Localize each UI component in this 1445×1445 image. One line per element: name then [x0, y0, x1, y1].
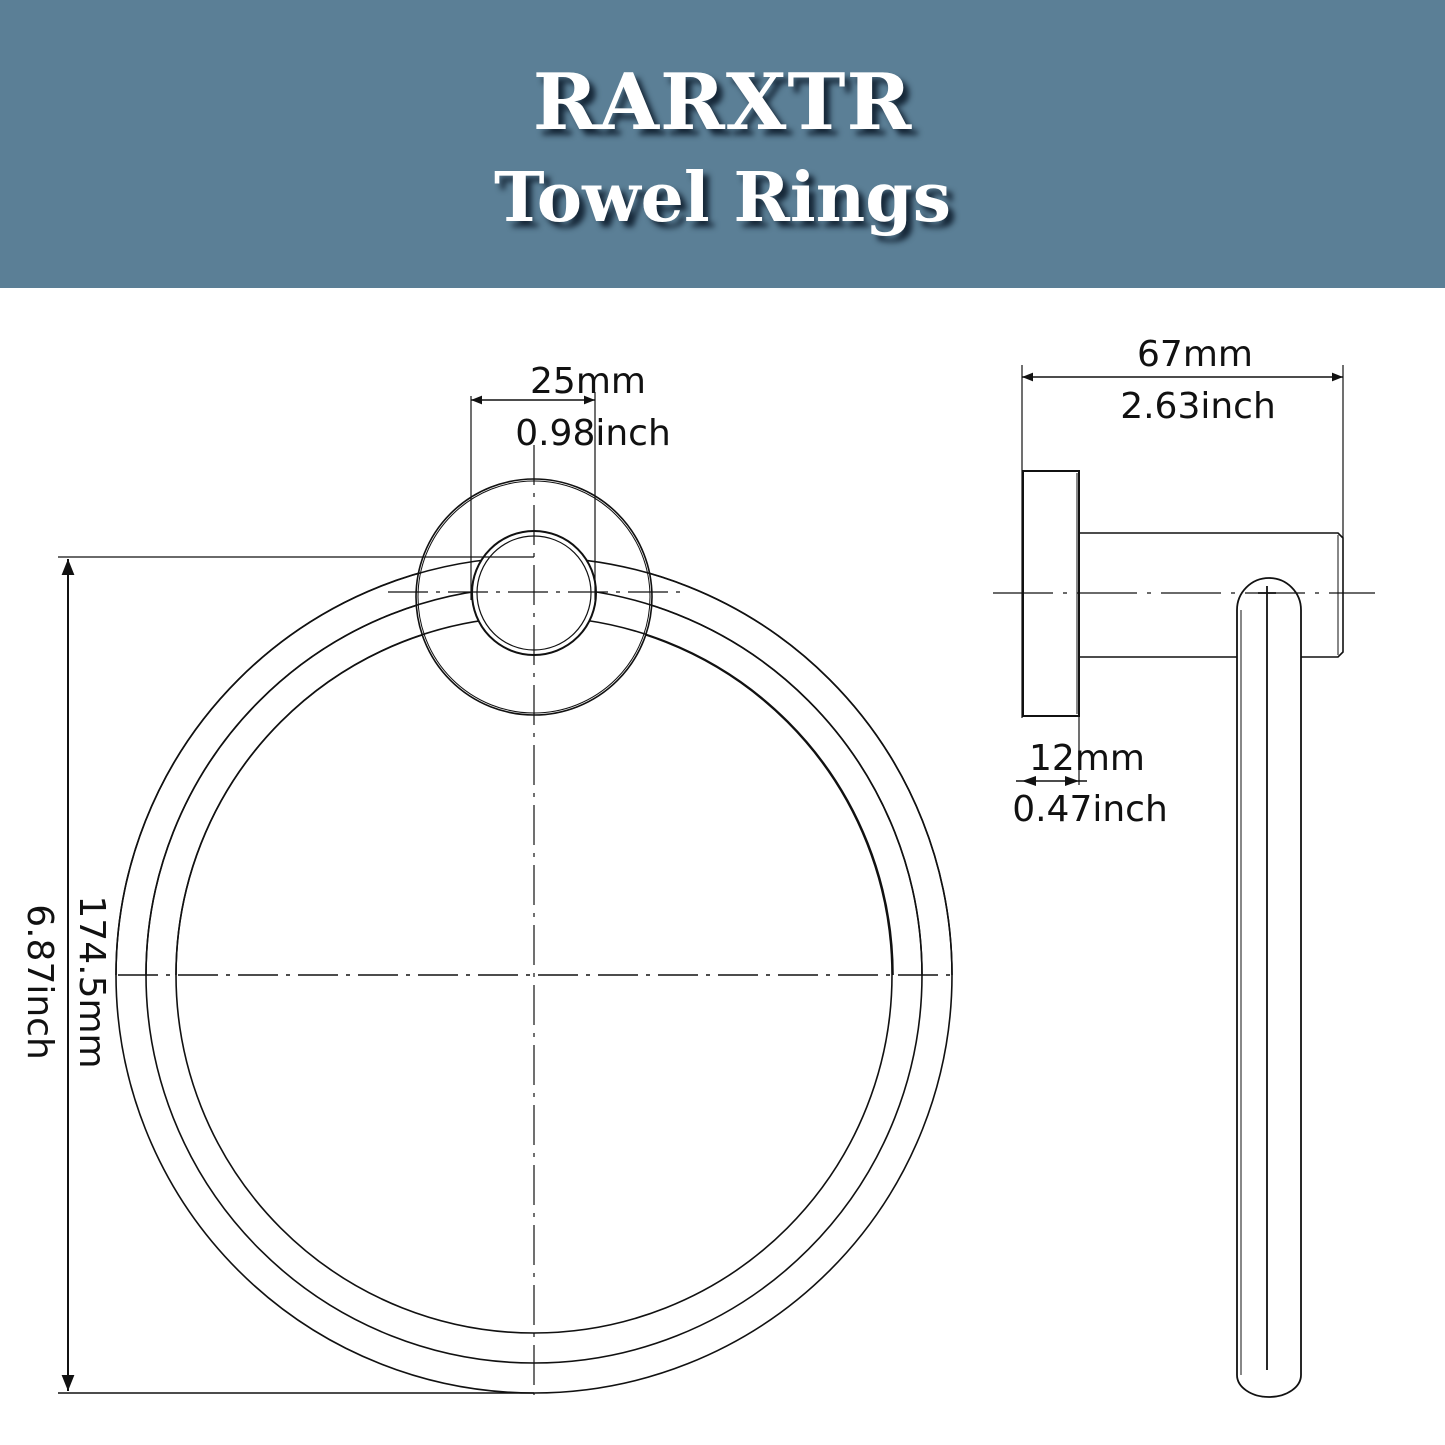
product-title: Towel Rings [493, 158, 952, 238]
ring-side-profile [1236, 577, 1302, 1398]
side-view [993, 365, 1375, 1398]
support-arm [1080, 532, 1344, 658]
mount-width-inch: 0.98inch [515, 413, 671, 454]
brand-title: RARXTR [532, 57, 913, 148]
title-banner: RARXTR Towel Rings [0, 0, 1445, 288]
thickness-mm: 12mm [1029, 738, 1145, 779]
front-view [58, 392, 953, 1395]
mount-width-mm: 25mm [530, 361, 646, 402]
height-mm: 174.5mm [71, 895, 112, 1068]
thickness-inch: 0.47inch [1012, 789, 1168, 830]
depth-mm: 67mm [1137, 334, 1253, 375]
height-inch: 6.87inch [19, 904, 60, 1060]
depth-inch: 2.63inch [1120, 386, 1276, 427]
